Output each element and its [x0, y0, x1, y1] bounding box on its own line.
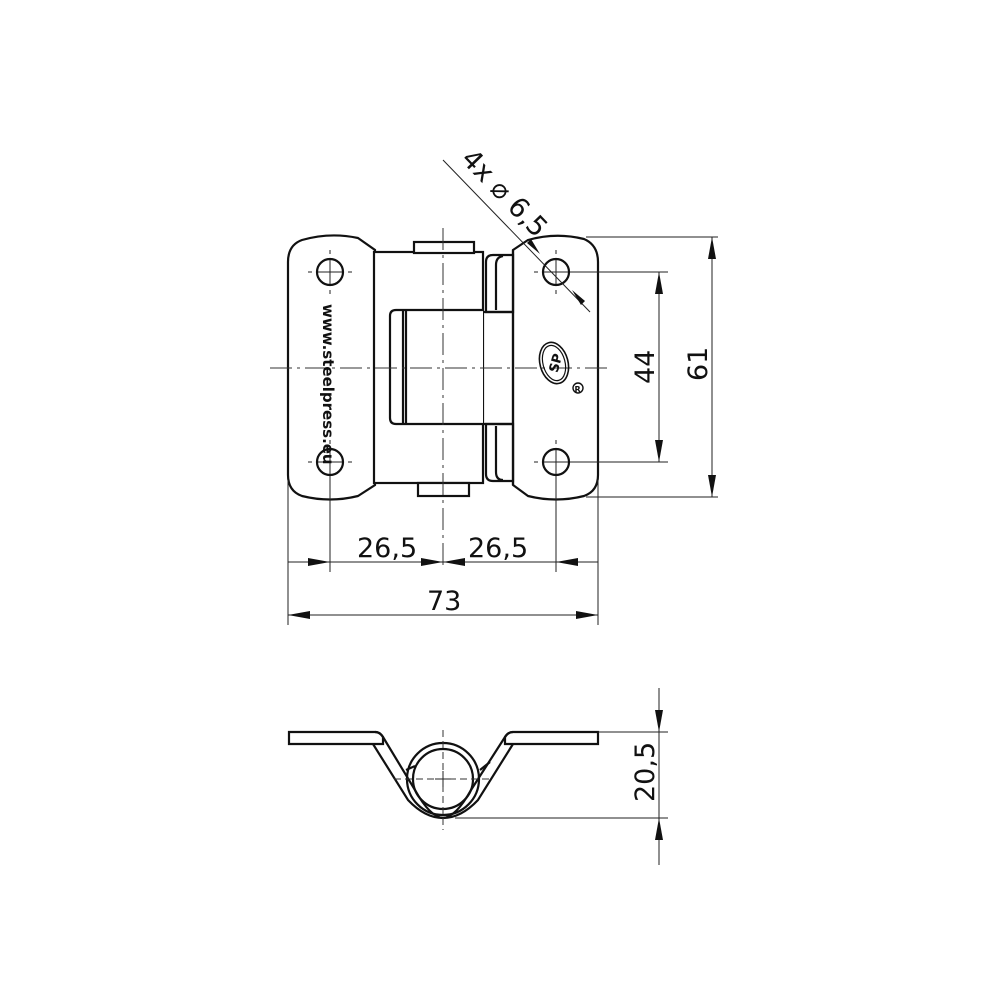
- v-bend: [374, 730, 514, 820]
- mounting-holes: [308, 250, 578, 484]
- knuckle-cutout: [388, 308, 483, 426]
- pin-top: [412, 240, 476, 255]
- dim-20-5: 20,5: [630, 742, 661, 802]
- dim-61: 61: [683, 347, 714, 381]
- dim-26-5-right: 26,5: [468, 533, 528, 564]
- left-leaf-plate: [286, 234, 377, 501]
- side-view: 20,5: [287, 688, 668, 865]
- dim-26-5-left: 26,5: [357, 533, 417, 564]
- right-curl-top: [484, 253, 515, 314]
- left-wing: [287, 730, 385, 746]
- dim-44: 44: [630, 350, 661, 384]
- front-view: www.steelpress.eu SP R: [270, 228, 612, 568]
- right-curl-bottom: [484, 422, 515, 483]
- hole-callout: 4x ⌀ 6,5: [455, 143, 553, 243]
- brand-logo: SP R: [538, 341, 584, 394]
- plate-marking: www.steelpress.eu: [319, 304, 337, 465]
- logo-text: SP: [547, 352, 566, 374]
- registered-mark: R: [575, 385, 581, 394]
- dim-73: 73: [427, 586, 461, 617]
- right-wing: [503, 730, 600, 746]
